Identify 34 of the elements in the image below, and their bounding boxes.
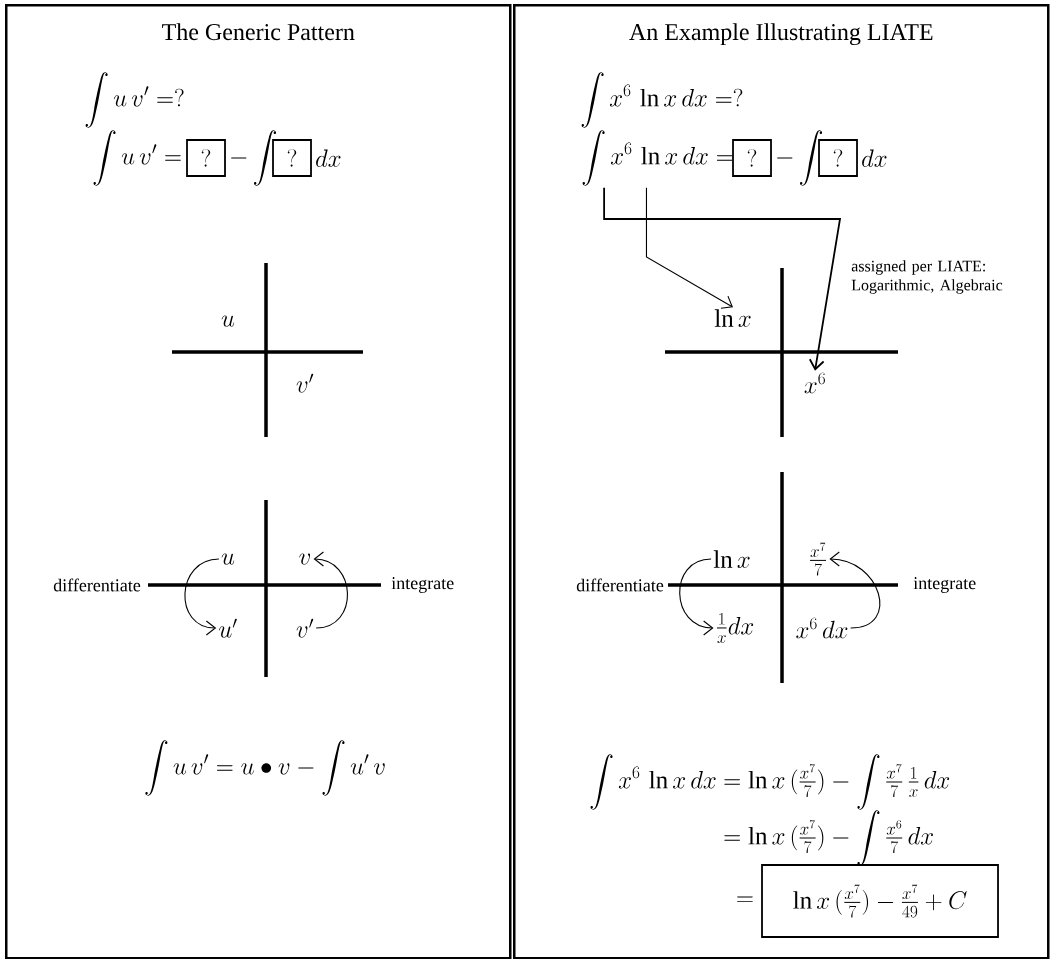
- result-box: $\ln x\,(\frac{x^{7}}{7}) - \frac{x^{7}}{49} + C$: [761, 864, 999, 938]
- arrow: [184, 558, 220, 636]
- formula: $\frac{1}{x}dx$: [716, 612, 754, 643]
- formula: $u$: [221, 315, 235, 327]
- arrow: [313, 551, 348, 629]
- answer-box: $?$: [272, 139, 312, 177]
- formula: $v'$: [296, 618, 314, 638]
- formula: $= \ln x\,(\tfrac{x^{7}}{7}) - \int \tfrac{x^{7}}{7}\,\tfrac{1}{x}\,dx$: [724, 754, 950, 810]
- formula: $\ln x$: [714, 309, 751, 327]
- formula: $x^{6}\,dx$: [796, 617, 848, 639]
- formula: $\int u\,v' = u \bullet v - \int u'\,v$: [145, 740, 385, 796]
- direction-text: integrate: [913, 577, 976, 593]
- formula: $\int u\,v' =$: [93, 130, 181, 186]
- formula: $\frac{x^{7}}{7}$: [810, 542, 826, 576]
- formula: $u$: [221, 553, 235, 565]
- answer-box: $?$: [732, 139, 772, 177]
- arrow: [829, 551, 881, 629]
- formula: $u'$: [219, 618, 237, 638]
- formula: $\int u\,v' = ?$: [85, 72, 184, 128]
- direction-text: differentiate: [53, 578, 141, 592]
- direction-text: integrate: [391, 577, 454, 593]
- formula: $x^{6}$: [804, 372, 825, 394]
- formula: $\int x^{6}\,\ln x\,dx$: [590, 754, 716, 810]
- arrow: [645, 187, 733, 309]
- answer-box: $?$: [818, 139, 858, 177]
- direction-text: differentiate: [576, 578, 664, 592]
- arrow: [603, 186, 842, 371]
- formula: $\ln x$: [713, 550, 750, 568]
- note-text: assigned per LIATE: Logarithmic, Algebraic: [851, 260, 1003, 294]
- answer-box: $?$: [186, 139, 226, 177]
- arrow: [679, 558, 714, 636]
- formula: $v'$: [296, 373, 314, 393]
- formula: $v$: [299, 553, 311, 565]
- formula: $\int x^{6}\,\ln x\,dx = ?$: [581, 72, 743, 128]
